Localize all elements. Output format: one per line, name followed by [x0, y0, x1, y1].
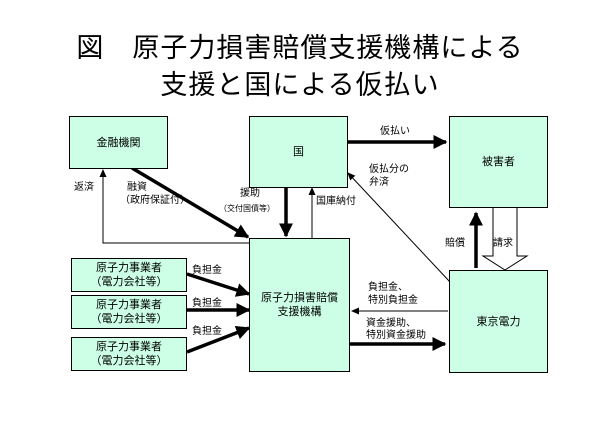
operator-note: （電力会社等） — [90, 354, 168, 367]
provisional-repayment-label-line2: 弁済 — [369, 177, 389, 188]
claim-label: 請求 — [493, 238, 513, 249]
finance-institution-box: 金融機関 — [69, 116, 168, 169]
organization-name-line1: 原子力損害賠償 — [261, 291, 338, 304]
repayment-label: 返済 — [74, 182, 94, 193]
claim-block-arrow — [481, 204, 529, 271]
tepco-box: 東京電力 — [449, 270, 548, 373]
operator-name: 原子力事業者 — [96, 340, 162, 353]
finance-institution-label: 金融機関 — [96, 135, 141, 149]
nuclear-operator-box-2: 原子力事業者 （電力会社等） — [71, 295, 187, 329]
repayment-arrow — [99, 169, 252, 244]
burden-arrow-3 — [186, 326, 251, 354]
burden-label-1: 負担金 — [192, 265, 222, 276]
loan-arrow — [131, 166, 250, 239]
burden-label-3: 負担金 — [192, 326, 222, 337]
country-label: 国 — [293, 145, 304, 158]
provisional-payment-label: 仮払い — [380, 126, 410, 137]
compensation-label: 賠償 — [445, 238, 465, 249]
diagram-title-line1: 図 原子力損害賠償支援機構による — [76, 33, 524, 64]
burden-arrow-1 — [186, 272, 251, 297]
operator-note: （電力会社等） — [90, 275, 168, 288]
tepco-label: 東京電力 — [476, 314, 521, 328]
loan-note-label: （政府保証付） — [120, 195, 190, 206]
burden-label-2: 負担金 — [192, 298, 222, 309]
compensation-support-organization-box: 原子力損害賠償 支援機構 — [249, 238, 350, 372]
operator-name: 原子力事業者 — [96, 261, 162, 274]
fund-assistance-label-line1: 資金援助、 — [366, 318, 416, 329]
victims-label: 被害者 — [482, 155, 515, 168]
operator-name: 原子力事業者 — [96, 298, 162, 311]
loan-label: 融資 — [127, 182, 147, 193]
country-box: 国 — [249, 116, 348, 188]
assistance-note-label: （交付国債等） — [219, 204, 275, 213]
provisional-repayment-arrow — [347, 172, 451, 283]
victims-box: 被害者 — [449, 116, 548, 208]
operator-note: （電力会社等） — [90, 312, 168, 325]
organization-name-line2: 支援機構 — [277, 305, 322, 318]
tepco-burden-label-line2: 特別負担金 — [368, 295, 418, 306]
tepco-burden-label-line1: 負担金、 — [368, 282, 408, 293]
provisional-repayment-label-line1: 仮払分の — [369, 164, 409, 175]
fund-assistance-label-line2: 特別資金援助 — [366, 330, 426, 341]
assistance-label: 援助 — [240, 188, 260, 199]
treasury-payment-label: 国庫納付 — [316, 196, 356, 207]
diagram-title-line2: 支援と国による仮払い — [160, 70, 440, 101]
nuclear-operator-box-3: 原子力事業者 （電力会社等） — [71, 337, 187, 371]
nuclear-operator-box-1: 原子力事業者 （電力会社等） — [71, 258, 187, 292]
